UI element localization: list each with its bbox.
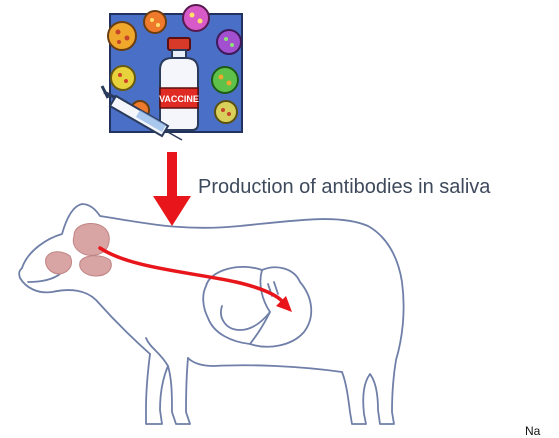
virus-icon <box>217 30 241 54</box>
virus-icon <box>108 22 136 50</box>
mandibular-gland <box>46 252 72 274</box>
virus-icon <box>183 5 209 31</box>
virus-icon <box>111 66 135 90</box>
saliva-path-arrow <box>100 248 292 312</box>
sublingual-gland <box>80 256 112 276</box>
virus-icon <box>215 101 237 123</box>
down-arrow-icon <box>153 152 191 226</box>
virus-icon <box>212 67 238 93</box>
virus-icon <box>144 11 166 33</box>
vaccine-label: VACCINE <box>159 94 199 104</box>
caption: Production of antibodies in saliva <box>198 176 491 198</box>
vaccine-illustration: VACCINE <box>102 5 242 140</box>
